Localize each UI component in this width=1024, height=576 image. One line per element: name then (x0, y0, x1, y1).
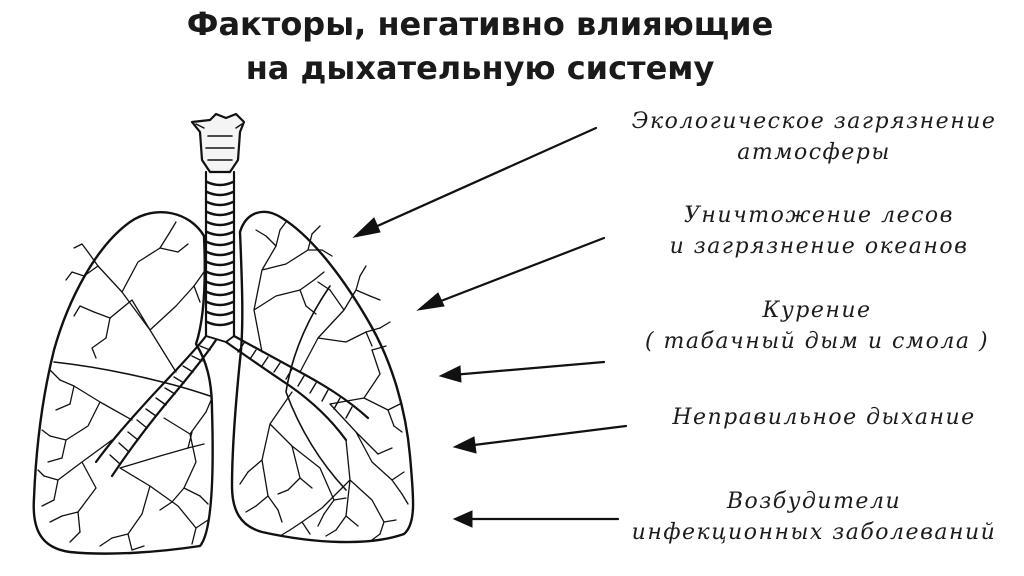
arrow-left-icon (452, 424, 628, 454)
left-bronchial-tree (37, 221, 213, 551)
right-bronchial-tree (239, 221, 409, 541)
factor-smoking: Курение ( табачный дым и смола ) (610, 295, 1024, 357)
factor-line: ( табачный дым и смола ) (644, 329, 990, 354)
title-line-2: на дыхательную систему (245, 49, 715, 87)
lungs-illustration (32, 112, 415, 555)
factor-air-pollution: Экологическое загрязнение атмосферы (604, 106, 1024, 168)
factor-deforestation: Уничтожение лесов и загрязнение океанов (614, 200, 1024, 262)
factor-improper-breathing: Неправильное дыхание (624, 402, 1024, 433)
left-lung-outline (32, 211, 214, 555)
factor-line: Уничтожение лесов (684, 203, 954, 228)
factor-line: атмосферы (737, 140, 891, 165)
factor-line: Неправильное дыхание (672, 405, 976, 430)
factor-line: Возбудители (726, 489, 902, 514)
larynx (190, 112, 246, 174)
arrow-left-icon (352, 126, 598, 238)
factor-line: и загрязнение океанов (669, 234, 969, 259)
arrow-left-icon (438, 360, 606, 383)
factor-line: инфекционных заболеваний (631, 520, 997, 545)
diagram-title: Факторы, негативно влияющие на дыхательн… (0, 2, 960, 90)
factor-line: Курение (762, 298, 872, 323)
factor-arrows (352, 126, 628, 528)
factor-line: Экологическое загрязнение (631, 109, 997, 134)
arrow-left-icon (416, 236, 606, 311)
title-line-1: Факторы, негативно влияющие (186, 5, 774, 43)
arrow-left-icon (452, 510, 620, 528)
trachea (204, 170, 236, 338)
right-lung-outline (230, 210, 415, 544)
factor-pathogens: Возбудители инфекционных заболеваний (604, 486, 1024, 548)
